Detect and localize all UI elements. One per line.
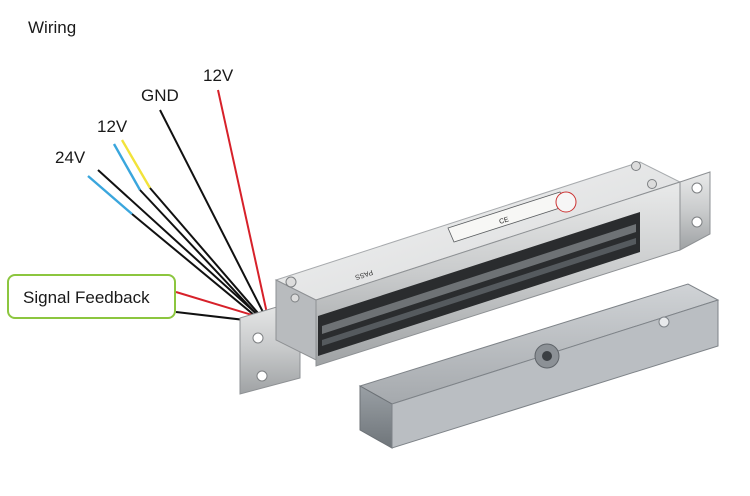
magnet-body: CE PASS <box>274 161 682 367</box>
wire-blue-24v <box>87 175 133 215</box>
page-title: Wiring <box>28 18 77 37</box>
wire-feedback-red <box>175 291 263 319</box>
wire-blue-12v <box>112 143 142 191</box>
wire-blue-12v-cont <box>139 189 263 321</box>
label-gnd: GND <box>141 86 179 105</box>
wire-red-12v <box>217 89 269 319</box>
wire-blue-24v-cont <box>131 213 261 321</box>
wire-bundle <box>87 89 269 323</box>
label-24v: 24V <box>55 148 86 167</box>
armature-plate <box>358 283 720 449</box>
signal-feedback-label: Signal Feedback <box>23 288 150 307</box>
wire-black-gnd <box>159 109 267 319</box>
label-12v-yellow: 12V <box>97 117 128 136</box>
signal-feedback-callout: Signal Feedback <box>7 274 176 319</box>
wire-yellow-12v <box>120 139 152 189</box>
product-label-ce: CE <box>498 216 510 226</box>
wire-black-24v <box>97 169 262 319</box>
right-bracket <box>679 171 711 251</box>
wire-yellow-12v-cont <box>149 187 265 321</box>
label-12v-red: 12V <box>203 66 234 85</box>
